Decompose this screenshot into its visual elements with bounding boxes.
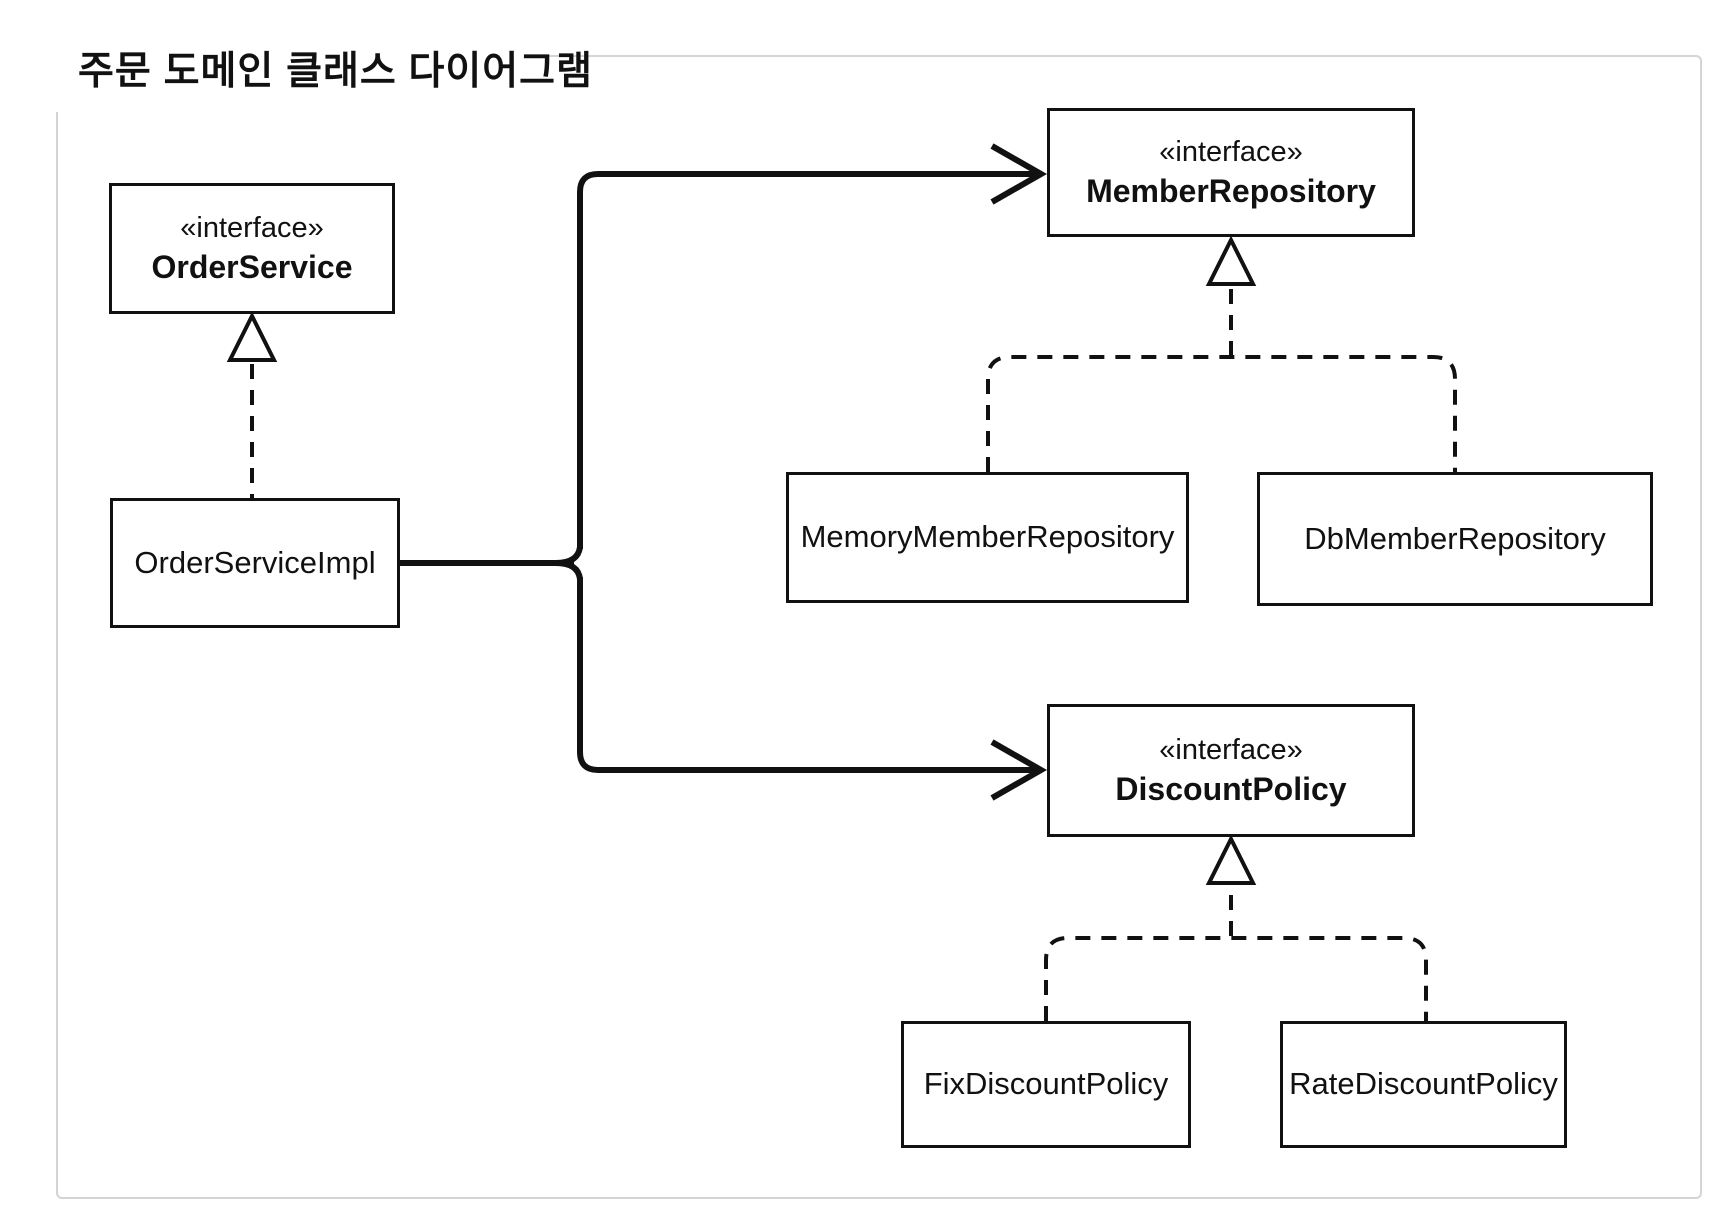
class-name-memberrepository: MemberRepository [1086, 172, 1376, 209]
dependency-line-to-discountpolicy [577, 577, 1036, 773]
class-name-fixdiscountpolicy: FixDiscountPolicy [923, 1066, 1169, 1102]
hollow-triangle-icon-orderservice [226, 311, 278, 362]
realization-dashed-branch-memberrepository [986, 355, 1457, 472]
title-background-mask [36, 28, 546, 112]
triangle-arrowheads [226, 235, 1257, 885]
class-name-orderservice: OrderService [151, 248, 353, 285]
class-name-orderserviceimpl: OrderServiceImpl [134, 544, 376, 580]
class-box-orderservice: «interface» OrderService [109, 183, 395, 314]
diagram-title: 주문 도메인 클래스 다이어그램 [78, 50, 593, 93]
stereotype-label: «interface» [1159, 734, 1303, 767]
class-box-dbmemberrepository: DbMemberRepository [1257, 472, 1653, 606]
stereotype-label: «interface» [180, 212, 324, 245]
class-box-fixdiscountpolicy: FixDiscountPolicy [901, 1021, 1191, 1148]
stereotype-label: «interface» [1159, 136, 1303, 169]
open-arrowhead-icon-discountpolicy [990, 739, 1048, 801]
realization-dashed-branch-discountpolicy [1044, 936, 1428, 1021]
dependency-fillet-down [555, 560, 583, 580]
class-name-dbmemberrepository: DbMemberRepository [1304, 520, 1606, 556]
dependency-connector-trunk [400, 143, 1048, 801]
hollow-triangle-icon-discountpolicy [1205, 834, 1257, 885]
realization-discountpolicy-group [1044, 888, 1428, 1021]
dependency-line-to-memberrepository [577, 171, 1036, 549]
class-box-orderserviceimpl: OrderServiceImpl [110, 498, 400, 628]
class-box-memberrepository: «interface» MemberRepository [1047, 108, 1415, 237]
class-box-ratediscountpolicy: RateDiscountPolicy [1280, 1021, 1567, 1148]
class-name-memorymemberrepository: MemoryMemberRepository [800, 519, 1175, 555]
class-box-discountpolicy: «interface» DiscountPolicy [1047, 704, 1415, 837]
class-name-discountpolicy: DiscountPolicy [1115, 770, 1347, 807]
realization-memberrepository-group [986, 288, 1457, 472]
diagram-frame [56, 55, 1702, 1199]
hollow-triangle-icon-memberrepository [1205, 235, 1257, 286]
class-name-ratediscountpolicy: RateDiscountPolicy [1289, 1066, 1558, 1102]
open-arrowhead-icon-memberrepository [990, 143, 1048, 205]
class-box-memorymemberrepository: MemoryMemberRepository [786, 472, 1189, 603]
